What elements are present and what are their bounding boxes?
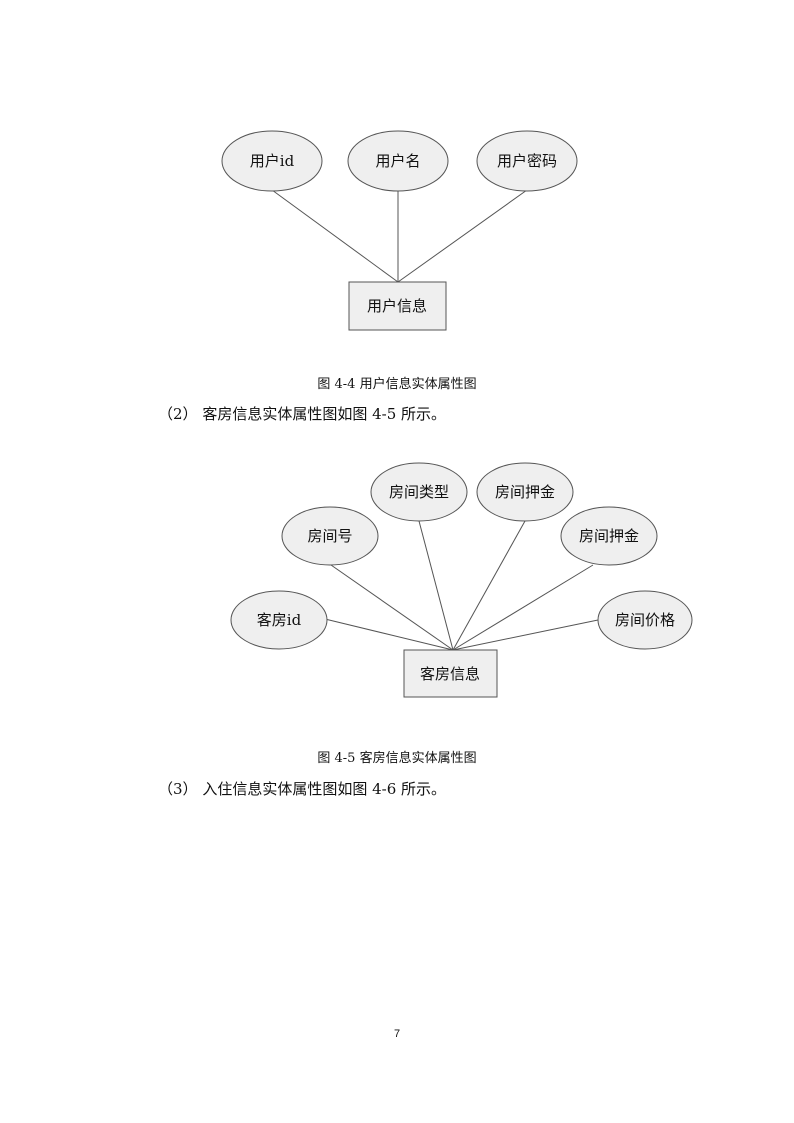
svg-text:用户id: 用户id bbox=[250, 152, 295, 170]
entity-room-info: 客房信息 bbox=[403, 649, 498, 698]
edge-room-deposit-2 bbox=[452, 564, 594, 651]
svg-text:用户密码: 用户密码 bbox=[497, 152, 557, 170]
svg-text:房间价格: 房间价格 bbox=[615, 611, 675, 629]
attribute-user-id: 用户id bbox=[221, 130, 323, 192]
edge-room-number bbox=[330, 564, 454, 651]
figure2-nodes: 客房id 房间号 房间类型 房间押金 房间押金 房间价格 客房信息 bbox=[230, 462, 693, 698]
figure1-edges bbox=[271, 189, 528, 283]
svg-text:用户名: 用户名 bbox=[375, 152, 420, 170]
paragraph-3-text: 入住信息实体属性图如图 4-6 所示。 bbox=[202, 780, 447, 798]
paragraph-2-text: 客房信息实体属性图如图 4-5 所示。 bbox=[202, 405, 447, 423]
svg-text:房间押金: 房间押金 bbox=[579, 527, 639, 545]
attribute-room-deposit-1: 房间押金 bbox=[476, 462, 574, 522]
figure2-caption: 图 4-5 客房信息实体属性图 bbox=[317, 751, 477, 766]
attribute-room-number: 房间号 bbox=[281, 506, 379, 566]
figure2-edges bbox=[324, 520, 599, 651]
attribute-room-type: 房间类型 bbox=[370, 462, 468, 522]
edge-user-password bbox=[397, 189, 528, 283]
svg-text:房间号: 房间号 bbox=[307, 527, 352, 545]
edge-user-id bbox=[271, 189, 399, 283]
attribute-room-deposit-2: 房间押金 bbox=[560, 506, 658, 566]
paragraph-2: （2） 客房信息实体属性图如图 4-5 所示。 bbox=[158, 403, 446, 424]
edge-room-deposit-1 bbox=[452, 520, 526, 651]
svg-text:房间类型: 房间类型 bbox=[389, 483, 449, 501]
edge-room-type bbox=[418, 520, 454, 651]
attribute-room-price: 房间价格 bbox=[597, 590, 693, 650]
svg-text:房间押金: 房间押金 bbox=[495, 483, 555, 501]
figure1-nodes: 用户id 用户名 用户密码 用户信息 bbox=[221, 130, 578, 331]
figure1-caption: 图 4-4 用户信息实体属性图 bbox=[317, 377, 477, 392]
page-number: 7 bbox=[393, 1028, 401, 1040]
entity-user-info: 用户信息 bbox=[348, 281, 447, 331]
attribute-room-id: 客房id bbox=[230, 590, 328, 650]
attribute-user-password: 用户密码 bbox=[476, 130, 578, 192]
svg-text:客房信息: 客房信息 bbox=[420, 665, 480, 683]
attribute-user-name: 用户名 bbox=[347, 130, 449, 192]
paragraph-3-index: （3） bbox=[158, 780, 198, 798]
svg-text:用户信息: 用户信息 bbox=[367, 297, 427, 315]
paragraph-2-index: （2） bbox=[158, 405, 198, 423]
svg-text:客房id: 客房id bbox=[257, 611, 302, 629]
edge-room-price bbox=[452, 619, 599, 651]
paragraph-3: （3） 入住信息实体属性图如图 4-6 所示。 bbox=[158, 778, 446, 799]
edge-room-id bbox=[324, 618, 454, 651]
